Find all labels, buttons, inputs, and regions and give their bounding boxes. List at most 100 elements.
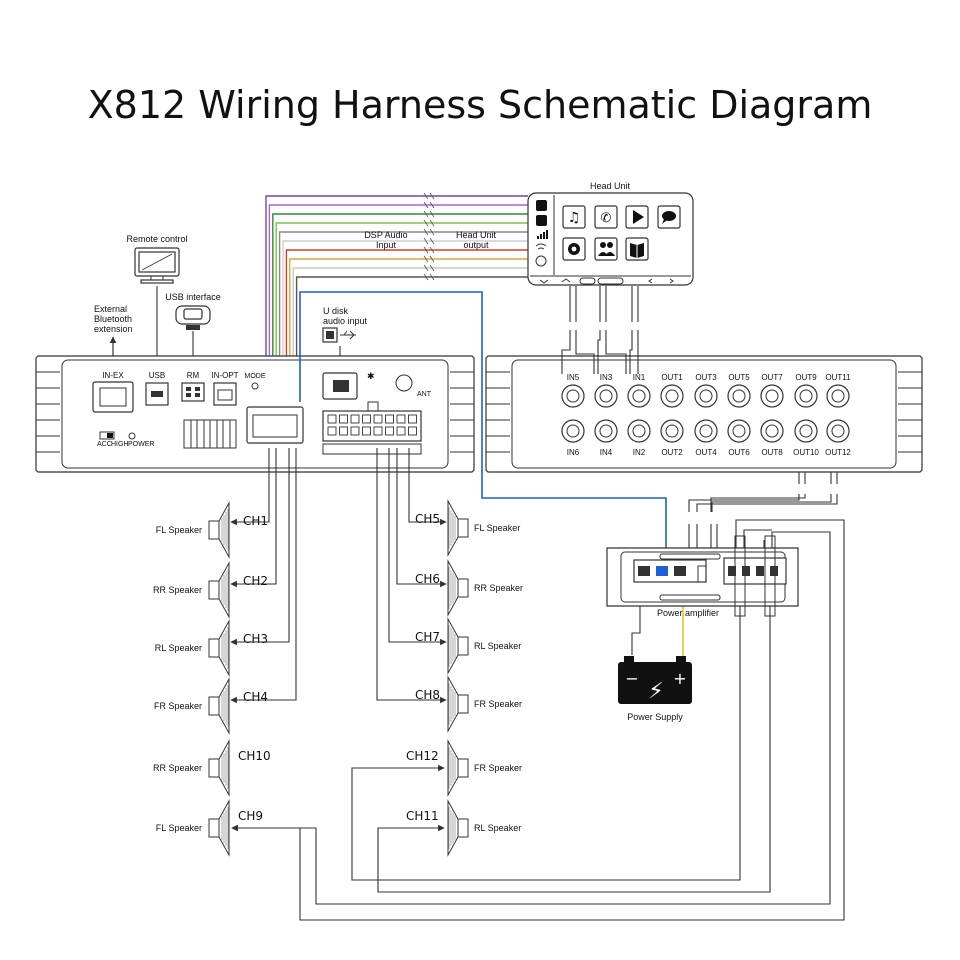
acc-switch[interactable]: [99, 431, 115, 440]
speaker-icon: [208, 739, 230, 797]
rca-label: IN1: [633, 373, 646, 382]
rca-label: OUT12: [825, 448, 851, 457]
battery-minus-icon: −: [625, 669, 638, 688]
port-rm[interactable]: [181, 382, 205, 402]
port-in-opt-label: IN-OPT: [211, 371, 238, 380]
mode-label: MODE: [245, 373, 266, 380]
pin-label-grid: [183, 419, 237, 449]
usb-audio-line: [299, 291, 667, 562]
rca-jack[interactable]: [727, 419, 751, 443]
rca-label: IN4: [600, 448, 613, 457]
chat-icon[interactable]: [657, 205, 681, 229]
port-usb-label: USB: [149, 371, 165, 380]
rca-label: IN5: [567, 373, 580, 382]
play-icon[interactable]: [625, 205, 649, 229]
harness-wire: [272, 213, 528, 410]
rca-jack[interactable]: [660, 419, 684, 443]
rca-jack[interactable]: [561, 419, 585, 443]
head-unit-bottom-bar: [539, 277, 674, 285]
rca-jack[interactable]: [694, 419, 718, 443]
harness-wire: [275, 222, 528, 410]
speaker-label: FL Speaker: [156, 525, 202, 535]
rca-label: IN6: [567, 448, 580, 457]
speaker-label: FL Speaker: [156, 823, 202, 833]
speaker-label: RR Speaker: [474, 583, 523, 593]
music-icon[interactable]: ♫: [562, 205, 586, 229]
rca-label: OUT7: [761, 373, 783, 382]
power-amplifier: Power amplifier: [606, 535, 799, 618]
port-in-opt[interactable]: [213, 382, 237, 406]
rca-jack[interactable]: [826, 384, 850, 408]
rca-label: OUT9: [795, 373, 817, 382]
high-label: HIGH: [111, 441, 129, 448]
ant-label: ANT: [417, 391, 432, 398]
rca-label: OUT6: [728, 448, 750, 457]
dsp-processor: IN-EX USB RM IN-OPT MODE ANT ✱: [35, 355, 475, 473]
rca-label: OUT4: [695, 448, 717, 457]
rca-label: OUT2: [661, 448, 683, 457]
book-icon[interactable]: [625, 237, 649, 261]
power-label: POWER: [128, 441, 154, 448]
channel-label: CH9: [238, 809, 263, 823]
rca-jack[interactable]: [826, 419, 850, 443]
port-in-ex[interactable]: [92, 381, 134, 413]
head-unit: Head Unit ♫ ✆: [527, 181, 694, 286]
speaker-label: RL Speaker: [474, 641, 521, 651]
rca-jack[interactable]: [627, 419, 651, 443]
rca-jack[interactable]: [727, 384, 751, 408]
rca-jack[interactable]: [794, 384, 818, 408]
rca-jack[interactable]: [561, 384, 585, 408]
mode-button[interactable]: [251, 382, 259, 390]
harness-wire: [265, 195, 528, 410]
channel-label: CH7: [415, 630, 440, 644]
rca-label: OUT8: [761, 448, 783, 457]
speaker-icon: [208, 677, 230, 735]
rca-jack[interactable]: [694, 384, 718, 408]
rca-jack[interactable]: [794, 419, 818, 443]
page-title: X812 Wiring Harness Schematic Diagram: [88, 83, 873, 127]
usb-interface: USB interface: [165, 292, 221, 330]
port-rm-label: RM: [187, 371, 200, 380]
rca-jack[interactable]: [660, 384, 684, 408]
signal-icon: [537, 230, 548, 239]
power-amplifier-label: Power amplifier: [657, 608, 719, 618]
channel-label: CH3: [243, 632, 268, 646]
speaker-label: FR Speaker: [154, 701, 202, 711]
speaker-label: RR Speaker: [153, 585, 202, 595]
speaker-icon: [208, 501, 230, 559]
speaker-label: RL Speaker: [155, 643, 202, 653]
speaker-icon: [447, 739, 469, 797]
head-unit-title: Head Unit: [590, 181, 631, 191]
main-harness-connector[interactable]: [246, 406, 304, 444]
power-led: [128, 432, 136, 440]
rca-label: OUT11: [825, 373, 851, 382]
speaker-label: FL Speaker: [474, 523, 520, 533]
battery-plus-icon: +: [673, 669, 686, 688]
settings-icon[interactable]: [562, 237, 586, 261]
speaker-label: FR Speaker: [474, 763, 522, 773]
rca-jack[interactable]: [627, 384, 651, 408]
speaker-output-connector[interactable]: [322, 410, 422, 442]
port-ant[interactable]: [395, 374, 413, 392]
svg-text:✆: ✆: [601, 211, 612, 226]
channel-label: CH8: [415, 688, 440, 702]
channel-label: CH4: [243, 690, 268, 704]
contacts-icon[interactable]: [594, 237, 618, 261]
channel-label: CH1: [243, 514, 268, 528]
usb-interface-label: USB interface: [165, 292, 221, 302]
rca-jack[interactable]: [594, 419, 618, 443]
harness-wire: [282, 240, 528, 410]
rca-jack[interactable]: [594, 384, 618, 408]
rca-jack[interactable]: [760, 384, 784, 408]
channel-label: CH6: [415, 572, 440, 586]
rca-jack[interactable]: [760, 419, 784, 443]
channel-label: CH2: [243, 574, 268, 588]
phone-icon[interactable]: ✆: [594, 205, 618, 229]
svg-text:♫: ♫: [568, 210, 581, 226]
home-button-icon[interactable]: [535, 255, 547, 267]
rca-label: OUT3: [695, 373, 717, 382]
